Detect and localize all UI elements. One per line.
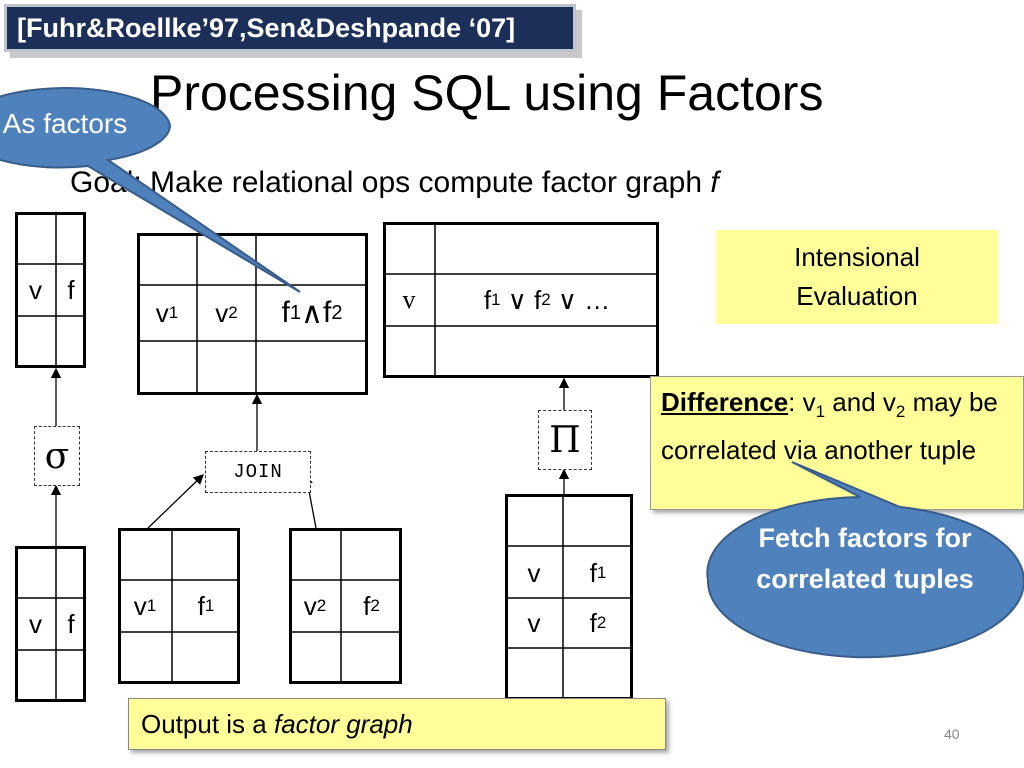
join-operator: JOIN xyxy=(205,451,311,493)
slide-title: Processing SQL using Factors xyxy=(150,65,824,121)
cell-f: f xyxy=(67,608,75,639)
intensional-line2: Evaluation xyxy=(796,281,918,311)
cell-f: f xyxy=(67,274,75,305)
arrow-join-left xyxy=(147,474,204,529)
select-output-table: v f xyxy=(15,212,86,368)
cell-v-row1: v xyxy=(527,557,541,588)
as-factors-label: As factors xyxy=(2,108,128,139)
difference-note: Difference: v1 and v2 may be correlated … xyxy=(650,376,1024,510)
select-operator: σ xyxy=(34,426,80,486)
fetch-factors-label: Fetch factors for correlated tuples xyxy=(756,523,974,594)
cell-v-row2: v xyxy=(527,607,541,638)
intensional-line1: Intensional xyxy=(794,242,920,272)
callout-as-factors xyxy=(0,87,301,293)
project-operator: Π xyxy=(538,410,592,470)
cell-v: v xyxy=(402,285,416,314)
page-number: 40 xyxy=(944,726,960,742)
select-input-table: v f xyxy=(15,546,86,702)
goal-var: f xyxy=(710,166,719,199)
goal-text: Goal: Make relational ops compute factor… xyxy=(70,166,719,200)
goal-prefix: Goal: Make relational ops compute factor… xyxy=(70,166,711,199)
difference-keyword: Difference xyxy=(661,387,789,417)
cell-v: v xyxy=(29,608,42,639)
intensional-evaluation-note: Intensional Evaluation xyxy=(716,230,998,324)
output-note: Output is a factor graph xyxy=(128,698,666,750)
cell-v: v xyxy=(29,274,42,305)
citation-banner: [Fuhr&Roellke’97,Sen&Deshpande ‘07] xyxy=(4,4,576,52)
